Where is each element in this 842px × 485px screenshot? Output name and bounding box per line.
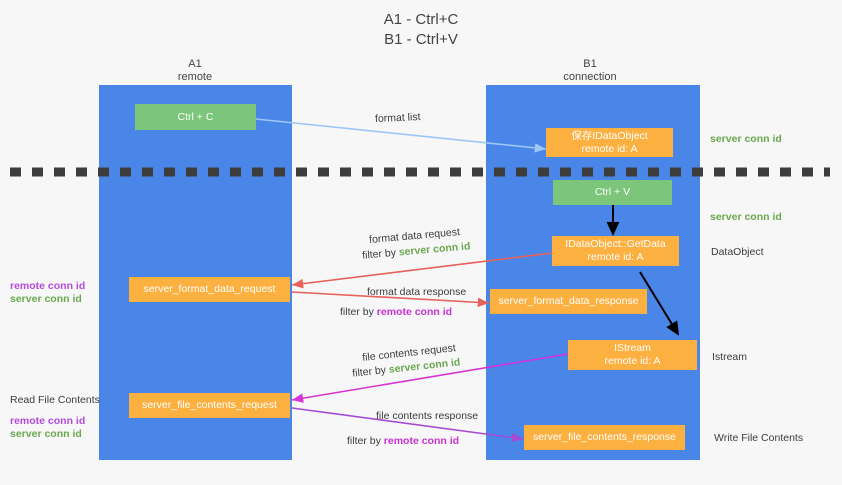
annotation-right-dataobject: DataObject — [711, 246, 764, 258]
column-b1-name: B1 — [583, 58, 597, 70]
node-idataobject-getdata[interactable]: IDataObject::GetData remote id: A — [552, 236, 679, 266]
filter-prefix: filter by — [361, 246, 400, 262]
edge-label-format-data-response-filter: filter by remote conn id — [340, 305, 452, 319]
column-b1-sub: connection — [563, 71, 617, 83]
edge-label-format-data-response: format data response — [367, 286, 467, 298]
node-server-file-contents-request-label: server_file_contents_request — [142, 399, 277, 411]
node-server-format-data-response[interactable]: server_format_data_response — [490, 289, 647, 314]
filter-prefix: filter by — [340, 306, 377, 318]
node-server-file-contents-response-label: server_file_contents_response — [532, 431, 676, 443]
node-istream-line1: IStream — [614, 342, 651, 354]
node-ctrl-v[interactable]: Ctrl + V — [553, 180, 672, 205]
column-header-b1: B1 connection — [525, 58, 655, 84]
filter-prefix: filter by — [347, 435, 384, 447]
node-server-file-contents-request[interactable]: server_file_contents_request — [129, 393, 290, 418]
edge-label-file-contents-response-filter: filter by remote conn id — [347, 434, 459, 448]
annotation-left-server-conn-id-1: server conn id — [10, 293, 82, 305]
edge-label-format-list: format list — [374, 111, 421, 125]
edge-label-file-contents-response: file contents response — [376, 410, 479, 422]
column-header-a1: A1 remote — [135, 58, 255, 84]
node-getdata-line2: remote id: A — [587, 251, 644, 263]
node-save-idataobject[interactable]: 保存IDataObject remote id: A — [546, 128, 673, 157]
node-server-format-data-response-label: server_format_data_response — [498, 295, 639, 307]
filter-prefix: filter by — [351, 363, 390, 380]
node-getdata-line1: IDataObject::GetData — [565, 238, 666, 250]
filter-value-remote-conn-id: remote conn id — [383, 435, 460, 447]
node-server-format-data-request[interactable]: server_format_data_request — [129, 277, 290, 302]
annotation-left-remote-conn-id-1: remote conn id — [10, 280, 86, 292]
node-ctrl-v-label: Ctrl + V — [594, 186, 631, 198]
node-istream-line2: remote id: A — [604, 355, 661, 367]
page-title: A1 - Ctrl+C B1 - Ctrl+V — [0, 10, 842, 50]
node-istream[interactable]: IStream remote id: A — [568, 340, 697, 370]
annotation-left-read-file-contents: Read File Contents — [10, 394, 100, 406]
column-a1-sub: remote — [177, 71, 213, 83]
annotation-right-server-conn-id-mid: server conn id — [710, 211, 782, 223]
annotation-right-write-file-contents: Write File Contents — [714, 432, 804, 444]
annotation-right-server-conn-id-top: server conn id — [710, 133, 782, 145]
node-server-format-data-request-label: server_format_data_request — [143, 283, 276, 295]
filter-value-remote-conn-id: remote conn id — [376, 306, 453, 318]
node-save-idataobject-line1: 保存IDataObject — [571, 129, 648, 142]
node-ctrl-c-label: Ctrl + C — [177, 110, 214, 123]
title-line-1: A1 - Ctrl+C — [383, 11, 459, 28]
annotation-left-remote-conn-id-2: remote conn id — [10, 415, 86, 427]
annotation-right-istream: Istream — [712, 351, 748, 363]
node-server-file-contents-response[interactable]: server_file_contents_response — [524, 425, 685, 450]
node-ctrl-c[interactable]: Ctrl + C — [135, 104, 256, 130]
title-line-2: B1 - Ctrl+V — [384, 31, 458, 48]
node-save-idataobject-line2: remote id: A — [581, 142, 638, 155]
column-a1-name: A1 — [188, 58, 202, 70]
annotation-left-server-conn-id-2: server conn id — [10, 428, 82, 440]
